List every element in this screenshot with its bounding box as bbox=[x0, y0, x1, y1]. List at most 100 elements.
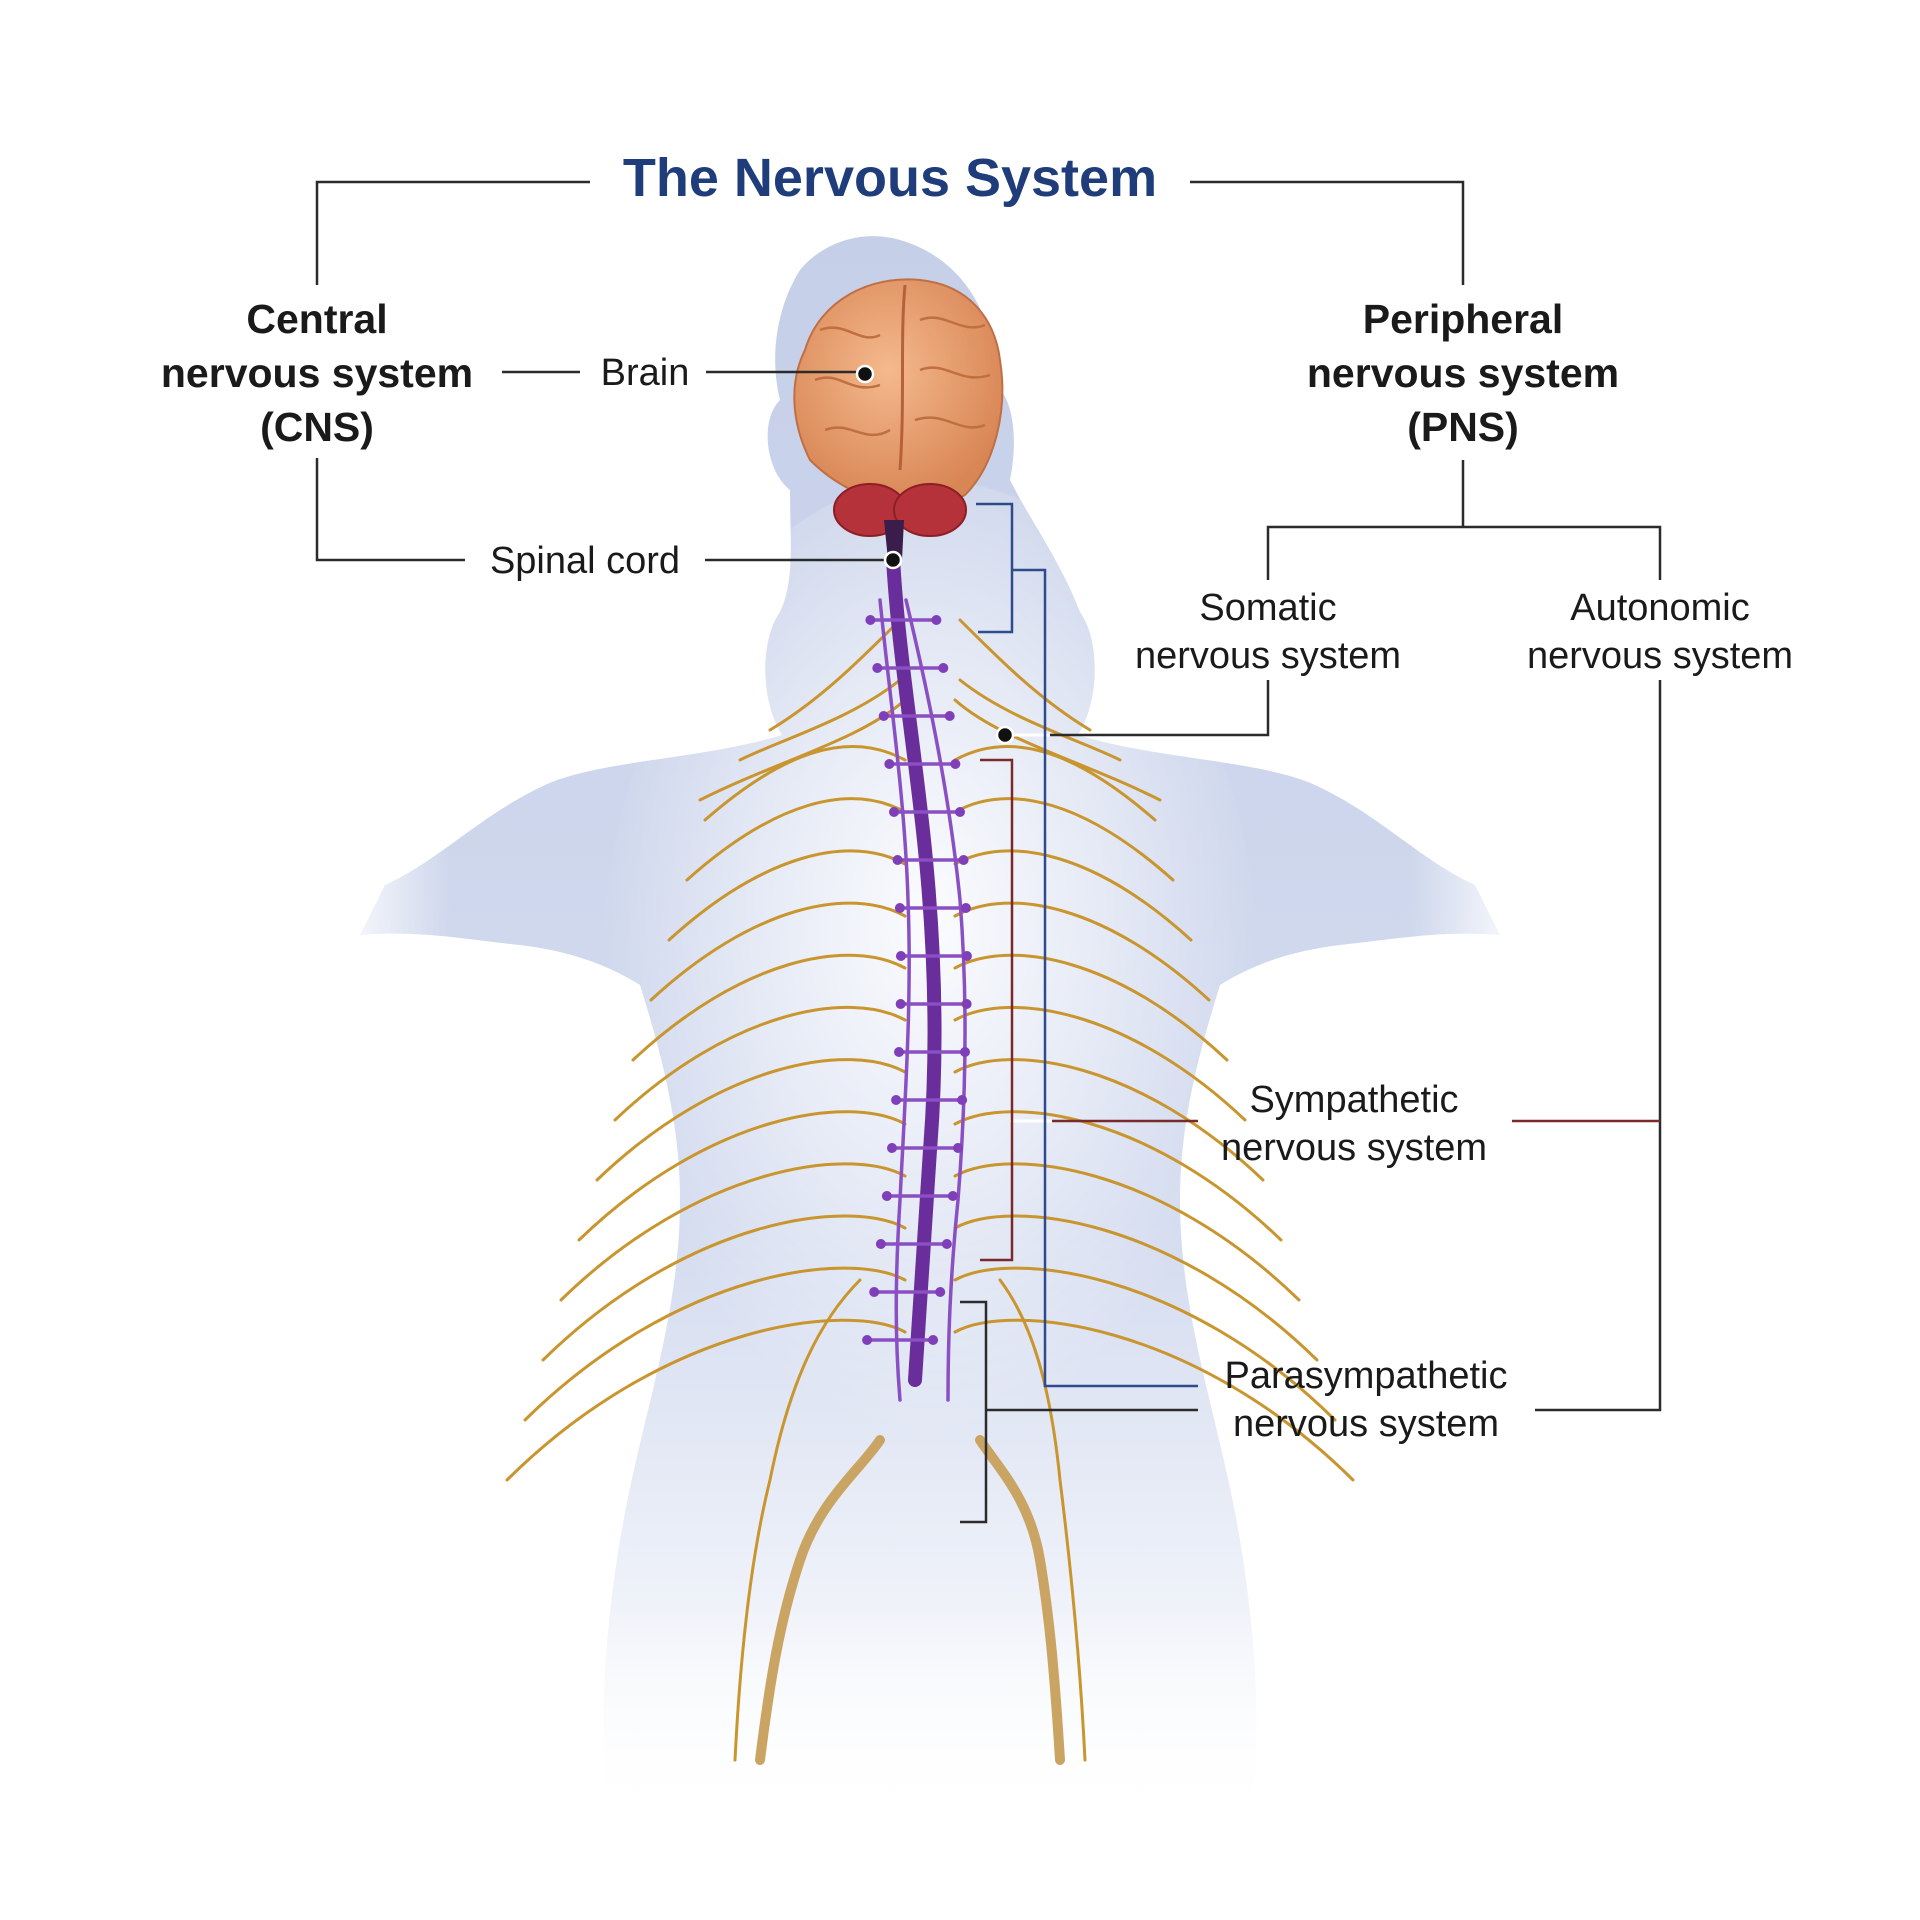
sciatic-nerve-left bbox=[755, 1435, 885, 1765]
intercostal-nerve-right bbox=[953, 1110, 1283, 1242]
ganglion-node bbox=[881, 1191, 892, 1201]
ganglion-node bbox=[957, 1095, 968, 1105]
title-connector-right bbox=[1190, 180, 1465, 285]
intercostal-nerve-left bbox=[559, 1162, 907, 1302]
ganglion-node bbox=[952, 1143, 963, 1153]
cerebellum-right bbox=[893, 483, 967, 537]
somatic-label-line-1: Somatic bbox=[1199, 587, 1336, 629]
cns-heading-line-2: nervous system bbox=[161, 350, 473, 396]
autonomic-connector bbox=[1535, 680, 1662, 1412]
ganglion-node bbox=[889, 807, 900, 817]
brain-fissure bbox=[898, 284, 907, 471]
ganglion-node bbox=[960, 903, 971, 913]
pns-split-connector bbox=[1266, 460, 1662, 580]
somatic-bracket-line bbox=[1012, 568, 1198, 1388]
intercostal-nerve-right bbox=[953, 849, 1193, 942]
cns-heading-line-1: Central bbox=[246, 296, 387, 342]
ganglion-node bbox=[950, 759, 961, 769]
cerebrum bbox=[793, 278, 1004, 507]
ganglion-node bbox=[891, 1095, 902, 1105]
pns-heading-line-2: nervous system bbox=[1307, 350, 1619, 396]
intercostal-nerve-right bbox=[953, 901, 1211, 1002]
pns-heading-line-3: (PNS) bbox=[1407, 404, 1519, 450]
somatic-pointer-line bbox=[1050, 680, 1270, 737]
ganglion-node bbox=[865, 615, 876, 625]
intercostal-nerve-right bbox=[953, 1058, 1265, 1182]
somatic-label-line-2: nervous system bbox=[1135, 635, 1401, 677]
sympathetic-label-line-1: Sympathetic bbox=[1249, 1079, 1458, 1121]
brain-illustration bbox=[793, 278, 1004, 560]
ganglion-node bbox=[961, 999, 972, 1009]
left-arm-fade bbox=[330, 850, 450, 990]
peripheral-nerves bbox=[505, 618, 1355, 1765]
femoral-nerve-right bbox=[998, 1278, 1087, 1762]
intercostal-nerve-right bbox=[953, 1214, 1319, 1362]
brain-pointer-dot bbox=[855, 364, 875, 384]
ganglion-node bbox=[884, 759, 895, 769]
intercostal-nerve-left bbox=[667, 849, 907, 942]
sympathetic-label-line-2: nervous system bbox=[1221, 1127, 1487, 1169]
intercostal-nerve-left bbox=[613, 1005, 907, 1122]
ganglion-node bbox=[862, 1335, 873, 1345]
intercostal-nerve-right bbox=[953, 1005, 1247, 1122]
ganglion-node bbox=[947, 1191, 958, 1201]
intercostal-nerve-right bbox=[953, 953, 1229, 1062]
ganglion-node bbox=[935, 1287, 946, 1297]
cns-heading-line-3: (CNS) bbox=[260, 404, 374, 450]
intercostal-nerve-left bbox=[685, 797, 907, 882]
ganglion-node bbox=[872, 663, 883, 673]
ganglion-node bbox=[886, 1143, 897, 1153]
ganglion-node bbox=[931, 615, 942, 625]
spinal-cord-label: Spinal cord bbox=[490, 540, 680, 582]
ganglion-node bbox=[869, 1287, 880, 1297]
ganglion-node bbox=[960, 1047, 971, 1057]
autonomic-label-line-1: Autonomic bbox=[1570, 587, 1750, 629]
ganglion-node bbox=[895, 951, 906, 961]
femoral-nerve-left bbox=[733, 1278, 862, 1762]
spinal-cord-structure bbox=[862, 551, 972, 1402]
sympathetic-chain-right bbox=[904, 598, 967, 1402]
intercostal-nerve-right bbox=[953, 1266, 1337, 1422]
ganglion-node bbox=[941, 1239, 952, 1249]
ganglion-node bbox=[895, 999, 906, 1009]
intercostal-nerve-left bbox=[577, 1110, 907, 1242]
intercostal-nerve-left bbox=[649, 901, 907, 1002]
ganglion-node bbox=[958, 855, 969, 865]
title-connector-left bbox=[315, 180, 590, 285]
right-arm-fade bbox=[1410, 850, 1530, 990]
hierarchy-connectors bbox=[315, 180, 1662, 1524]
ganglion-node bbox=[928, 1335, 939, 1345]
neck-nerve-right bbox=[958, 618, 1092, 732]
ganglion-node bbox=[878, 711, 889, 721]
diagram-labels: The Nervous System Central nervous syste… bbox=[161, 148, 1793, 1445]
intercostal-nerve-right bbox=[953, 1162, 1301, 1302]
intercostal-nerve-left bbox=[541, 1214, 907, 1362]
ganglion-node bbox=[892, 855, 903, 865]
somatic-bracket bbox=[976, 502, 1014, 634]
parasympathetic-label-line-2: nervous system bbox=[1233, 1403, 1499, 1445]
brainstem bbox=[884, 520, 904, 560]
brain-gyri-right bbox=[914, 316, 991, 429]
intercostal-nerve-left bbox=[595, 1058, 907, 1182]
ganglion-node bbox=[961, 951, 972, 961]
sympathetic-chain-left bbox=[878, 598, 911, 1402]
sciatic-nerve-right bbox=[975, 1435, 1065, 1765]
ganglion-node bbox=[938, 663, 949, 673]
spinal-cord-pointer-dot bbox=[883, 550, 903, 570]
ganglion-node bbox=[894, 1047, 905, 1057]
neck-nerve-left bbox=[768, 618, 902, 732]
intercostal-nerve-left bbox=[505, 1318, 907, 1482]
pns-heading-line-1: Peripheral bbox=[1363, 296, 1564, 342]
somatic-pointer-dot bbox=[995, 725, 1015, 745]
parasympathetic-bracket bbox=[960, 1300, 988, 1524]
legs-fade bbox=[560, 1600, 1300, 1840]
ganglion-node bbox=[955, 807, 966, 817]
diagram-title: The Nervous System bbox=[623, 148, 1157, 208]
cns-to-spinal-cord-connector bbox=[315, 458, 465, 562]
ganglion-node bbox=[944, 711, 955, 721]
ganglion-node bbox=[894, 903, 905, 913]
intercostal-nerve-left bbox=[703, 745, 907, 822]
spinal-cord bbox=[886, 551, 942, 1387]
